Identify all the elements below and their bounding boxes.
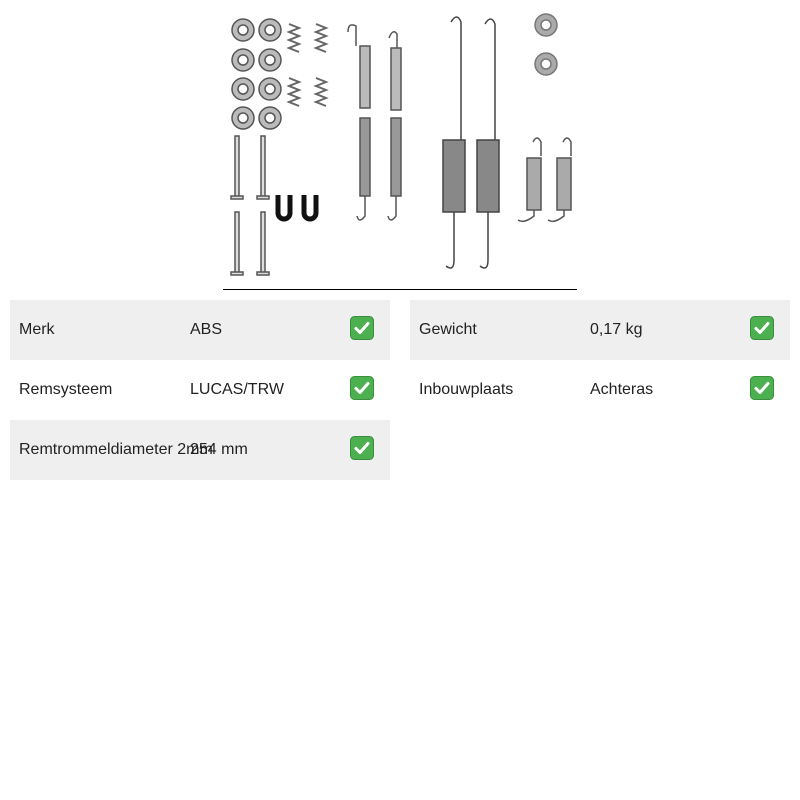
spec-label: Inbouwplaats xyxy=(419,381,514,398)
return-springs-short xyxy=(517,137,572,223)
check-icon xyxy=(750,316,774,340)
hold-down-pins xyxy=(230,135,270,276)
spec-label: Remsysteem xyxy=(19,381,113,398)
product-image xyxy=(230,13,572,276)
spec-value: ABS xyxy=(190,321,223,338)
spec-value: 254 mm xyxy=(190,441,248,458)
return-springs-small xyxy=(347,24,402,221)
check-icon xyxy=(750,376,774,400)
spec-value: 0,17 kg xyxy=(590,321,643,338)
spec-row-brake-system: Remsysteem LUCAS/TRW xyxy=(10,360,390,420)
spec-row-fitting-position: Inbouwplaats Achteras xyxy=(410,360,790,420)
spec-row-drum-diameter: Remtrommeldiameter 2mm 254 mm xyxy=(10,420,390,480)
spacer-washers xyxy=(534,13,558,76)
spec-row-brand: Merk ABS xyxy=(10,300,390,360)
spec-label: Merk xyxy=(19,321,55,338)
spec-table-right: Gewicht 0,17 kg Inbouwplaats Achteras xyxy=(410,300,790,420)
retainer-washers xyxy=(231,18,282,130)
spec-table-left: Merk ABS Remsysteem LUCAS/TRW Remtrommel… xyxy=(10,300,390,480)
return-springs-large xyxy=(442,16,500,269)
coil-clips xyxy=(286,23,329,107)
image-divider xyxy=(223,289,577,290)
check-icon xyxy=(350,376,374,400)
u-clips xyxy=(275,195,319,222)
spec-label: Gewicht xyxy=(419,321,477,338)
spec-label: Remtrommeldiameter 2mm xyxy=(19,441,213,458)
spec-row-weight: Gewicht 0,17 kg xyxy=(410,300,790,360)
check-icon xyxy=(350,436,374,460)
spec-value: Achteras xyxy=(590,381,654,398)
check-icon xyxy=(350,316,374,340)
spec-value: LUCAS/TRW xyxy=(190,381,284,398)
